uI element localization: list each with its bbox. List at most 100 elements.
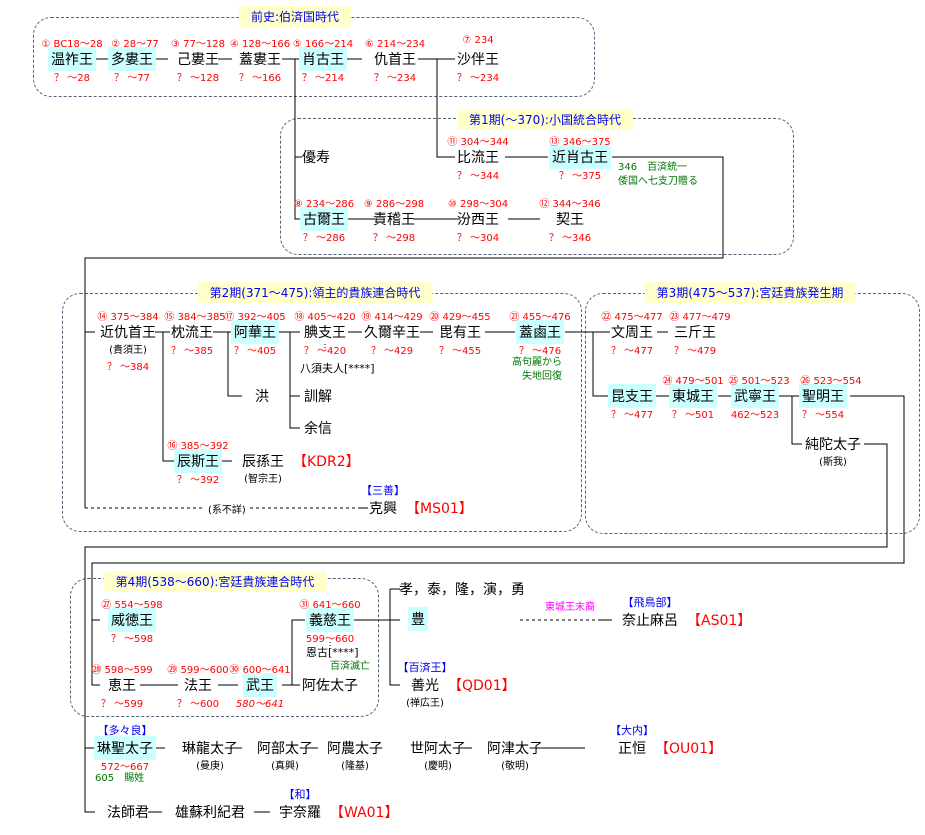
period-title-1: 第1期(～370):小国統合時代	[457, 109, 633, 130]
alias-name: (敬明)	[501, 761, 529, 772]
person-name[interactable]: 久爾辛王	[361, 320, 423, 344]
reign-period: ㉔ 479～501	[662, 376, 724, 387]
person-name[interactable]: 琳聖太子	[94, 736, 156, 760]
person-name[interactable]: 比流王	[454, 145, 502, 169]
reign-period: ⑮ 384～385	[164, 312, 226, 323]
person-name[interactable]: 法師君	[104, 800, 152, 824]
person-name[interactable]: 孝，泰，隆，演，勇	[396, 577, 528, 601]
person-name-text: 余信	[304, 421, 332, 437]
person-name[interactable]: 琳龍太子	[179, 736, 241, 760]
reign-period: ㉗ 554～598	[101, 600, 163, 611]
person-name[interactable]: 腆支王	[301, 320, 349, 344]
person-name-text: 腆支王	[304, 325, 346, 341]
event-note-line: 倭国へ七支刀贈る	[618, 176, 698, 187]
reign-period: ⑥ 214～234	[364, 39, 426, 50]
reign-period: ㉒ 475～477	[601, 312, 663, 323]
person-name[interactable]: 辰孫王【KDR2】	[239, 449, 360, 473]
person-name-text: 蓋鹵王	[519, 325, 561, 341]
reign-period: ㉓ 477～479	[669, 312, 731, 323]
person-name[interactable]: 蓋婁王	[236, 47, 284, 71]
person-name[interactable]: 武寧王	[731, 384, 779, 408]
person-name-text: 己婁王	[177, 52, 219, 68]
person-name[interactable]: 雄蘇利紀君	[172, 800, 248, 824]
person-name[interactable]: 昆支王	[608, 384, 656, 408]
person-name[interactable]: 阿佐太子	[299, 673, 361, 697]
person-name[interactable]: 余信	[301, 416, 335, 440]
person-name[interactable]: 奈止麻呂【AS01】	[619, 608, 751, 632]
person-name[interactable]: 近肖古王	[549, 145, 611, 169]
reign-period: ㉖ 523～554	[800, 376, 862, 387]
person-name[interactable]: 正恒【OU01】	[615, 736, 722, 760]
person-name-text: 文周王	[611, 325, 653, 341]
person-name-text: 肖古王	[302, 52, 344, 68]
person-name[interactable]: 古爾王	[300, 207, 348, 231]
person-name[interactable]: 優寿	[299, 145, 333, 169]
person-name-text: 義慈王	[309, 613, 351, 629]
lifespan: ？ ～304	[456, 233, 500, 244]
reign-period: ⑨ 286～298	[363, 199, 425, 210]
clan-tag: 【飛鳥部】	[622, 596, 678, 609]
lifespan: ？ ～384	[106, 362, 150, 373]
person-name[interactable]: 義慈王	[306, 608, 354, 632]
person-name[interactable]: 温祚王	[48, 47, 96, 71]
person-name[interactable]: 蓋鹵王	[516, 320, 564, 344]
alias-name: (斯我)	[819, 457, 847, 468]
person-name-text: 豊	[411, 612, 425, 628]
person-name[interactable]: 武王	[243, 673, 277, 697]
person-name[interactable]: 近仇首王	[97, 320, 159, 344]
person-name[interactable]: 阿華王	[231, 320, 279, 344]
clan-tag: 【和】	[283, 788, 317, 801]
reign-period: ⑤ 166～214	[292, 39, 354, 50]
event-note-line: 失地回復	[512, 371, 562, 382]
clan-tag: 【百済王】	[397, 661, 453, 674]
person-name[interactable]: 仇首王	[371, 47, 419, 71]
person-name-text: 多婁王	[111, 52, 153, 68]
person-name-text: 沙伴王	[457, 52, 499, 68]
person-name[interactable]: 汾西王	[454, 207, 502, 231]
reign-period: ⑬ 346～375	[549, 137, 611, 148]
lifespan: ？ ～598	[110, 634, 154, 645]
person-name[interactable]: 法王	[181, 673, 215, 697]
person-name[interactable]: 多婁王	[108, 47, 156, 71]
person-name[interactable]: 沙伴王	[454, 47, 502, 71]
reign-period: ① BC18～28	[41, 39, 103, 50]
person-name[interactable]: 肖古王	[299, 47, 347, 71]
person-name[interactable]: 訓解	[301, 384, 335, 408]
person-name-text: 武寧王	[734, 389, 776, 405]
lifespan: ？ ～234	[456, 73, 500, 84]
alias-name: (真興)	[271, 761, 299, 772]
person-name[interactable]: 宇奈羅【WA01】	[276, 800, 398, 824]
person-name[interactable]: 枕流王	[168, 320, 216, 344]
reign-period: ⑪ 304～344	[447, 137, 509, 148]
person-name[interactable]: 東城王	[669, 384, 717, 408]
event-note-line: 605 賜姓	[95, 773, 145, 784]
person-name[interactable]: 世阿太子	[407, 736, 469, 760]
person-name[interactable]: 辰斯王	[174, 449, 222, 473]
person-name[interactable]: 阿部太子	[254, 736, 316, 760]
person-name[interactable]: 阿津太子	[484, 736, 546, 760]
lifespan: ？ ～128	[176, 73, 220, 84]
alias-name: (曼庚)	[196, 761, 224, 772]
person-name[interactable]: 克興【MS01】	[366, 496, 473, 520]
person-name[interactable]: 聖明王	[799, 384, 847, 408]
person-name[interactable]: 善光【QD01】	[408, 673, 516, 697]
lifespan: ？ ～28	[54, 73, 90, 84]
person-name[interactable]: 契王	[553, 207, 587, 231]
person-name[interactable]: 豊	[408, 607, 428, 631]
person-name[interactable]: 阿農太子	[324, 736, 386, 760]
person-name[interactable]: 文周王	[608, 320, 656, 344]
person-name[interactable]: 毘有王	[436, 320, 484, 344]
person-name[interactable]: 洪	[252, 384, 272, 408]
person-name[interactable]: 己婁王	[174, 47, 222, 71]
person-name-text: 孝，泰，隆，演，勇	[399, 582, 525, 598]
person-name-text: 洪	[255, 389, 269, 405]
person-name[interactable]: 威徳王	[108, 608, 156, 632]
alias-name: (貴須王)	[109, 345, 147, 356]
person-name[interactable]: 純陀太子	[802, 432, 864, 456]
person-name[interactable]: 責稽王	[370, 207, 418, 231]
person-name[interactable]: 三斤王	[671, 320, 719, 344]
person-name-text: 阿部太子	[257, 741, 313, 757]
hassu-note: 八須夫人[****]	[300, 362, 375, 375]
person-name-text: 昆支王	[611, 389, 653, 405]
person-name[interactable]: 恵王	[105, 673, 139, 697]
